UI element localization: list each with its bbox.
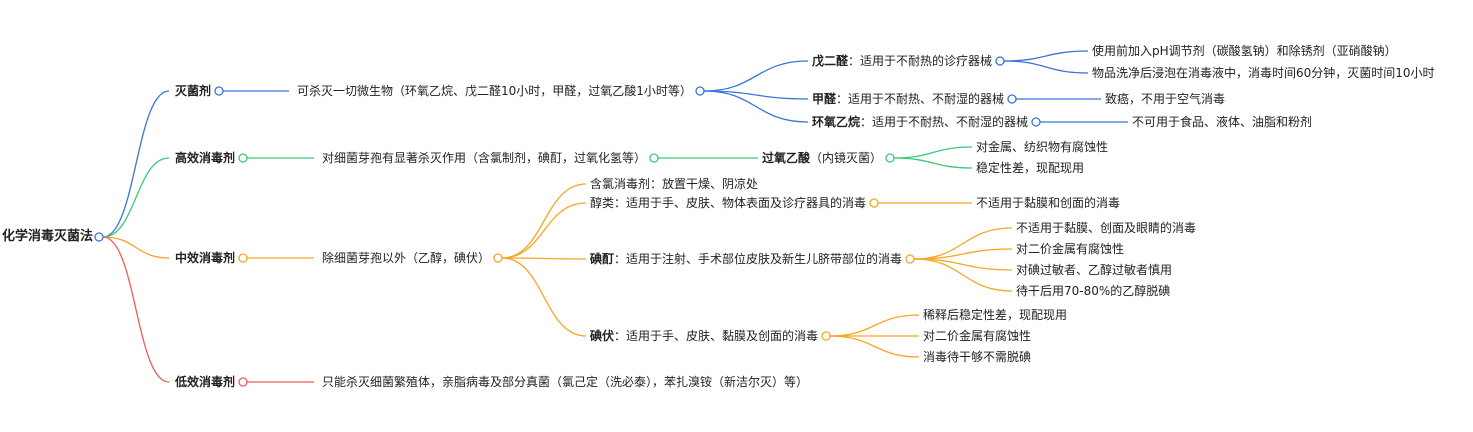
leaf-link-2-3-0-curve — [829, 314, 920, 337]
root-branch-0 — [102, 90, 170, 238]
root-branch-1 — [102, 157, 170, 238]
node-label-bold: 过氧乙酸 — [762, 151, 811, 165]
child-1-0-toggle-dot[interactable] — [885, 153, 895, 163]
node-ethylene-oxide[interactable]: 环氧乙烷：适用于不耐热、不耐湿的器械 — [812, 114, 1028, 130]
branch-low-level[interactable]: 低效消毒剂 — [175, 375, 236, 389]
branch-sterilant[interactable]: 灭菌剂 — [175, 84, 212, 98]
leaf-peracetic-2[interactable]: 稳定性差，现配现用 — [976, 161, 1085, 175]
branch-3-toggle-dot[interactable] — [238, 377, 248, 387]
node-label: 含氯消毒剂：放置干燥、阴凉处 — [590, 177, 759, 191]
node-label-bold: 碘伏 — [590, 329, 615, 343]
node-label: ：适用于不耐热的诊疗器械 — [848, 54, 993, 68]
node-alcohols[interactable]: 醇类：适用于手、皮肤、物体表面及诊疗器具的消毒 — [590, 195, 866, 211]
node-glutaraldehyde[interactable]: 戊二醛：适用于不耐热的诊疗器械 — [812, 53, 992, 69]
node-label: ：适用于不耐热、不耐湿的器械 — [836, 92, 1005, 106]
node-label: 醇类：适用于手、皮肤、物体表面及诊疗器具的消毒 — [590, 196, 867, 210]
branch-1-toggle-dot[interactable] — [238, 153, 248, 163]
leaf-povidone-3[interactable]: 消毒待干够不需脱碘 — [923, 350, 1032, 364]
child-2-1-toggle-dot[interactable] — [869, 198, 879, 208]
branch-0-toggle-dot[interactable] — [214, 86, 224, 96]
leaf-iodine-tincture-3[interactable]: 对碘过敏者、乙醇过敏者慎用 — [1016, 263, 1173, 277]
node-iodine-tincture[interactable]: 碘酊：适用于注射、手术部位皮肤及新生儿脐带部位的消毒 — [590, 251, 902, 267]
desc-child-2-0-curve — [501, 183, 587, 259]
node-chlorine[interactable]: 含氯消毒剂：放置干燥、阴凉处 — [590, 176, 758, 192]
leaf-link-1-0-0-curve — [893, 146, 973, 159]
node-label: ：适用于注射、手术部位皮肤及新生儿脐带部位的消毒 — [614, 252, 903, 266]
desc-low-level[interactable]: 只能杀灭细菌繁殖体，亲脂病毒及部分真菌（氯己定（洗必泰），苯扎溴铵（新洁尔灭）等… — [322, 375, 809, 389]
desc-mid-level[interactable]: 除细菌芽孢以外（乙醇，碘伏） — [322, 251, 491, 265]
desc-child-2-1-curve — [501, 202, 587, 259]
leaf-link-2-2-0-curve — [913, 227, 1013, 260]
leaf-link-2-2-1-curve — [913, 248, 1013, 260]
branch-mid-level[interactable]: 中效消毒剂 — [175, 251, 236, 265]
node-peracetic-acid[interactable]: 过氧乙酸（内镜灭菌） — [762, 150, 882, 166]
root-branch-3 — [102, 236, 170, 383]
node-formaldehyde[interactable]: 甲醛：适用于不耐热、不耐湿的器械 — [812, 91, 1004, 107]
desc-child-2-2-curve — [501, 257, 587, 260]
desc-child-0-2-curve — [703, 90, 809, 123]
leaf-povidone-1[interactable]: 稀释后稳定性差，现配现用 — [923, 308, 1068, 322]
leaf-glutaraldehyde-1[interactable]: 使用前加入pH调节剂（碳酸氢钠）和除锈剂（亚硝酸钠） — [1092, 44, 1397, 58]
leaf-iodine-tincture-2[interactable]: 对二价金属有腐蚀性 — [1016, 242, 1125, 256]
leaf-link-0-0-1-curve — [1003, 60, 1089, 74]
leaf-peracetic-1[interactable]: 对金属、纺织物有腐蚀性 — [976, 140, 1109, 154]
node-povidone-iodine[interactable]: 碘伏：适用于手、皮肤、黏膜及创面的消毒 — [590, 328, 818, 344]
node-label-bold: 甲醛 — [812, 92, 837, 106]
root-toggle-dot[interactable] — [94, 232, 104, 242]
child-0-1-toggle-dot[interactable] — [1007, 94, 1017, 104]
desc-2-toggle-dot[interactable] — [493, 253, 503, 263]
leaf-iodine-tincture-1[interactable]: 不适用于黏膜、创面及眼睛的消毒 — [1016, 221, 1197, 235]
leaf-link-2-2-3-curve — [913, 258, 1013, 292]
leaf-iodine-tincture-4[interactable]: 待干后用70-80%的乙醇脱碘 — [1016, 284, 1171, 298]
child-2-3-toggle-dot[interactable] — [821, 331, 831, 341]
branch-high-level[interactable]: 高效消毒剂 — [175, 151, 236, 165]
leaf-link-1-0-1-curve — [893, 157, 973, 169]
node-label: ：适用于手、皮肤、黏膜及创面的消毒 — [614, 329, 819, 343]
node-label: ：适用于不耐热、不耐湿的器械 — [860, 115, 1029, 129]
leaf-alcohols-1[interactable]: 不适用于黏膜和创面的消毒 — [976, 196, 1121, 210]
leaf-link-0-0-0-curve — [1003, 50, 1089, 62]
desc-1-toggle-dot[interactable] — [649, 153, 659, 163]
root-branch-2 — [102, 236, 170, 259]
leaf-link-2-3-2-curve — [829, 335, 920, 358]
desc-child-0-1-curve — [703, 90, 809, 100]
leaf-povidone-2[interactable]: 对二价金属有腐蚀性 — [923, 329, 1032, 343]
desc-child-2-3-curve — [501, 257, 587, 337]
node-label-bold: 碘酊 — [590, 252, 615, 266]
node-label-bold: 环氧乙烷 — [812, 115, 861, 129]
root-node[interactable]: 化学消毒灭菌法 — [2, 229, 94, 244]
desc-child-0-0-curve — [703, 60, 809, 92]
leaf-ethylene-oxide-1[interactable]: 不可用于食品、液体、油脂和粉剂 — [1132, 115, 1313, 129]
node-label-bold: 戊二醛 — [812, 54, 849, 68]
child-0-0-toggle-dot[interactable] — [995, 56, 1005, 66]
desc-sterilant[interactable]: 可杀灭一切微生物（环氧乙烷、戊二醛10小时，甲醛，过氧乙酸1小时等） — [297, 84, 692, 98]
leaf-formaldehyde-1[interactable]: 致癌，不用于空气消毒 — [1105, 92, 1226, 106]
desc-0-toggle-dot[interactable] — [695, 86, 705, 96]
leaf-glutaraldehyde-2[interactable]: 物品洗净后浸泡在消毒液中，消毒时间60分钟，灭菌时间10小时 — [1092, 66, 1435, 80]
desc-high-level[interactable]: 对细菌芽孢有显著杀灭作用（含氯制剂，碘酊，过氧化氢等） — [322, 151, 647, 165]
branch-2-toggle-dot[interactable] — [238, 253, 248, 263]
child-0-2-toggle-dot[interactable] — [1031, 117, 1041, 127]
node-label: （内镜灭菌） — [810, 151, 883, 165]
child-2-2-toggle-dot[interactable] — [905, 254, 915, 264]
